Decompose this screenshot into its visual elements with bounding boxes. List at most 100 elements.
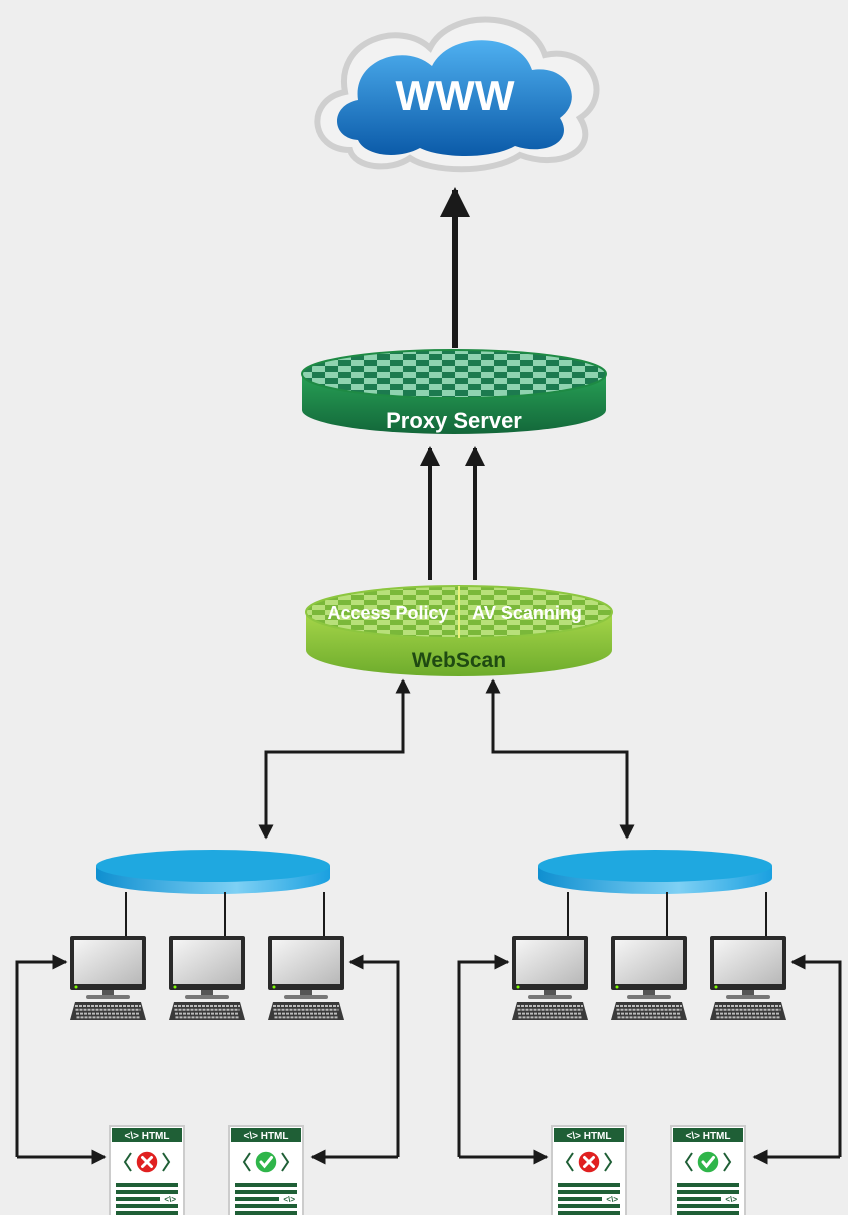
- monitor-base: [284, 995, 328, 999]
- x-mark: [583, 1156, 595, 1168]
- internet-cloud: WWW: [314, 16, 600, 173]
- keyboard: [512, 1002, 588, 1020]
- arrow-to-left-computer: [15, 954, 68, 1157]
- html-footer-tag: <\>: [606, 1195, 618, 1204]
- network-switch: [96, 850, 330, 894]
- document-line: [235, 1211, 297, 1215]
- document-line: [116, 1197, 160, 1201]
- html-tag-label: <\> HTML: [124, 1131, 169, 1142]
- document-line: [116, 1211, 178, 1215]
- document-line: [116, 1183, 178, 1187]
- angle-left-icon: [123, 1152, 132, 1172]
- monitor-stand: [544, 990, 556, 996]
- document-line: [558, 1183, 620, 1187]
- document-header: [112, 1128, 182, 1142]
- document-line: [677, 1183, 739, 1187]
- power-led: [272, 985, 276, 989]
- monitor-stand: [201, 990, 213, 996]
- webscan-label: WebScan: [412, 649, 506, 672]
- angle-right-icon: [723, 1152, 732, 1172]
- proxy-server-top: [301, 349, 607, 399]
- html-tag-label: <\> HTML: [685, 1131, 730, 1142]
- angle-left-icon: [565, 1152, 574, 1172]
- monitor-base: [528, 995, 572, 999]
- switch-top: [538, 850, 772, 882]
- document-line: [235, 1204, 297, 1208]
- document-header: [673, 1128, 743, 1142]
- right-network: <\> HTML <\> <\> HTML <\>: [457, 850, 842, 1215]
- html-document-allowed: <\> HTML<\>: [228, 1125, 304, 1215]
- power-led: [516, 985, 520, 989]
- document-line: [677, 1211, 739, 1215]
- cloud-shape: [337, 40, 572, 156]
- proxy-server-label: Proxy Server: [386, 408, 522, 433]
- monitor-screen: [516, 940, 584, 984]
- arrow-webscan-right-network: [485, 678, 635, 840]
- x-mark: [141, 1156, 153, 1168]
- monitor-base: [86, 995, 130, 999]
- webscan-appliance: Access Policy AV Scanning WebScan: [305, 585, 613, 676]
- document-line: [116, 1204, 178, 1208]
- network-switch: [538, 850, 772, 894]
- monitor-screen: [173, 940, 241, 984]
- power-led: [173, 985, 177, 989]
- monitor-stand: [742, 990, 754, 996]
- arrow-to-right-computer: [348, 954, 400, 1157]
- power-led: [714, 985, 718, 989]
- computer: [611, 936, 687, 1020]
- document-line: [235, 1183, 297, 1187]
- computer: [710, 936, 786, 1020]
- arrow-to-left-computer: [457, 954, 510, 1157]
- monitor-screen: [272, 940, 340, 984]
- keyboard: [710, 1002, 786, 1020]
- html-footer-tag: <\>: [164, 1195, 176, 1204]
- monitor-screen: [74, 940, 142, 984]
- check-mark: [701, 1156, 715, 1169]
- html-tag-label: <\> HTML: [243, 1131, 288, 1142]
- keyboard: [268, 1002, 344, 1020]
- arrow-to-right-computer: [790, 954, 842, 1157]
- computer: [512, 936, 588, 1020]
- document-line: [677, 1190, 739, 1194]
- monitor-stand: [102, 990, 114, 996]
- networks-layer: <\> HTML <\> <\> HTML <\> <\> HTML <\> <\> HTM…: [15, 850, 842, 1215]
- power-led: [615, 985, 619, 989]
- html-document-allowed: <\> HTML <\>: [670, 1125, 746, 1215]
- power-led: [74, 985, 78, 989]
- monitor-base: [726, 995, 770, 999]
- document-line: [677, 1197, 721, 1201]
- cloud-label: WWW: [396, 72, 515, 119]
- html-tag-label: <\> HTML: [566, 1131, 611, 1142]
- html-document-blocked: <\> HTML <\>: [109, 1125, 185, 1215]
- angle-right-icon: [162, 1152, 171, 1172]
- monitor-stand: [643, 990, 655, 996]
- angle-right-icon: [604, 1152, 613, 1172]
- monitor-stand: [300, 990, 312, 996]
- angle-left-icon: [684, 1152, 693, 1172]
- computer: [70, 936, 146, 1020]
- left-network: <\> HTML<\><\> HTML<\>: [15, 850, 400, 1215]
- monitor-screen: [714, 940, 782, 984]
- av-scanning-label: AV Scanning: [472, 603, 582, 623]
- document-line: [677, 1204, 739, 1208]
- monitor-screen: [615, 940, 683, 984]
- document-line: [558, 1197, 602, 1201]
- computer: [268, 936, 344, 1020]
- keyboard: [169, 1002, 245, 1020]
- document-line: [558, 1190, 620, 1194]
- angle-left-icon: [242, 1152, 251, 1172]
- arrow-webscan-left-network: [258, 678, 411, 840]
- check-mark: [259, 1156, 273, 1169]
- document-line: [558, 1204, 620, 1208]
- computer: [169, 936, 245, 1020]
- proxy-server: Proxy Server: [301, 349, 607, 434]
- switch-top: [96, 850, 330, 882]
- monitor-base: [185, 995, 229, 999]
- document-line: [116, 1190, 178, 1194]
- keyboard: [70, 1002, 146, 1020]
- keyboard: [611, 1002, 687, 1020]
- angle-right-icon: [281, 1152, 290, 1172]
- html-footer-tag: <\>: [725, 1195, 737, 1204]
- document-line: [235, 1190, 297, 1194]
